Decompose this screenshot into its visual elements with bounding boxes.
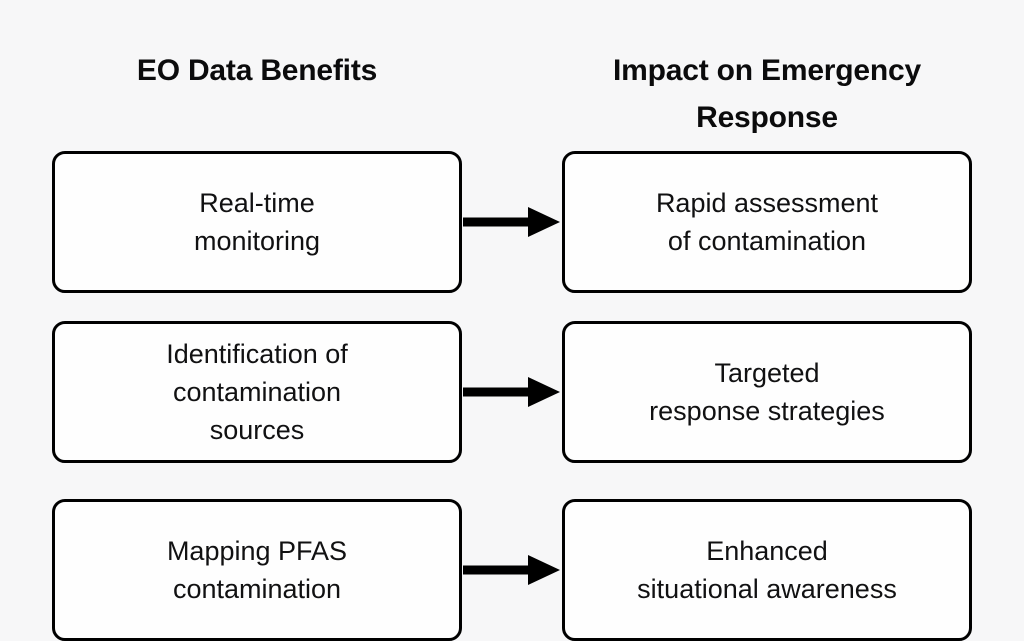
flow-row: Identification of contamination sources … <box>0 321 1024 463</box>
column-heading-impact: Impact on Emergency Response <box>613 54 921 134</box>
benefit-box-2-label: Identification of contamination sources <box>166 338 348 446</box>
impact-box-3-label: Enhanced situational awareness <box>637 535 897 604</box>
impact-box-3[interactable]: Enhanced situational awareness <box>562 499 972 641</box>
impact-box-1[interactable]: Rapid assessment of contamination <box>562 151 972 293</box>
benefit-box-1-label: Real-time monitoring <box>193 187 321 256</box>
flow-diagram: EO Data Benefits Impact on Emergency Res… <box>0 54 1024 641</box>
arrow-right-icon <box>462 553 562 587</box>
impact-box-1-label: Rapid assessment of contamination <box>655 187 879 256</box>
benefit-box-3[interactable]: Mapping PFAS contamination <box>52 499 462 641</box>
column-heading-benefits: EO Data Benefits <box>136 54 378 87</box>
impact-box-2-label: Targeted response strategies <box>649 357 885 426</box>
benefit-box-1[interactable]: Real-time monitoring <box>52 151 462 293</box>
flow-row: Mapping PFAS contamination Enhanced situ… <box>0 499 1024 641</box>
benefit-box-2[interactable]: Identification of contamination sources <box>52 321 462 463</box>
arrow-right-icon <box>462 205 562 239</box>
impact-box-2[interactable]: Targeted response strategies <box>562 321 972 463</box>
benefit-box-3-label: Mapping PFAS contamination <box>166 535 348 604</box>
arrow-right-icon <box>462 375 562 409</box>
flow-row: Real-time monitoring Rapid assessment of… <box>0 151 1024 293</box>
